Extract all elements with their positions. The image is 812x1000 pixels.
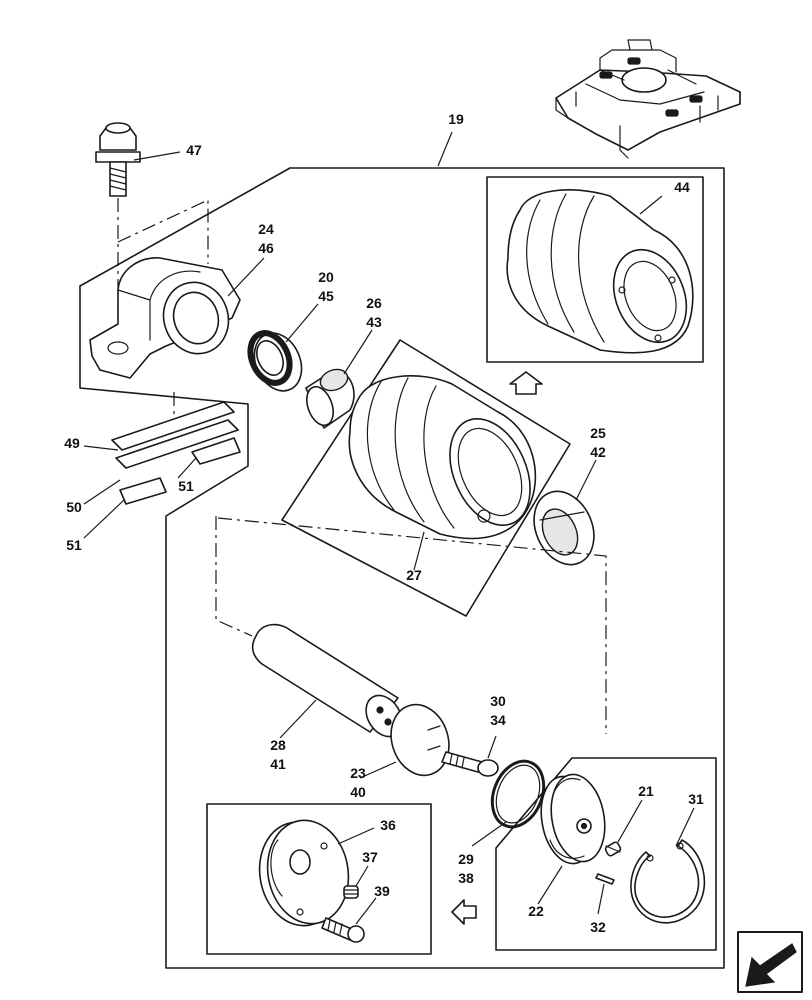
- assembly-outline: [79, 167, 725, 969]
- shim-51-upper: [191, 437, 241, 465]
- callout-19: 19: [448, 111, 464, 127]
- plate-23-40: [390, 703, 450, 777]
- callout-45: 45: [318, 288, 334, 304]
- arrow-up-icon: [509, 371, 543, 395]
- callout-41: 41: [270, 756, 286, 772]
- arrow-left-icon: [451, 899, 477, 925]
- callout-39: 39: [374, 883, 390, 899]
- callout-31: 31: [688, 791, 704, 807]
- inset-box-upper: [486, 176, 704, 363]
- callout-32: 32: [590, 919, 606, 935]
- inset-box-lower-right: [495, 757, 717, 951]
- callout-37: 37: [362, 849, 378, 865]
- bolt-47: [95, 122, 141, 197]
- shim-49: [111, 401, 235, 451]
- shim-51-lower: [119, 477, 167, 505]
- shims-49-51: [111, 392, 241, 505]
- callout-29: 29: [458, 851, 474, 867]
- callout-36: 36: [380, 817, 396, 833]
- end-cap-22: [540, 773, 606, 865]
- plug-37: [343, 885, 359, 899]
- callout-51-lower: 51: [66, 537, 82, 553]
- snap-ring-31: [630, 839, 706, 924]
- locator-thumbnail: [555, 39, 741, 159]
- shaft-28-41: [251, 623, 403, 738]
- callout-21: 21: [638, 783, 654, 799]
- roller-shell-44: [506, 189, 694, 354]
- cover-25-42: [533, 490, 595, 566]
- bolt-marker-icon: [689, 95, 703, 103]
- callout-44: 44: [674, 179, 690, 195]
- bushing-26-43: [305, 368, 355, 429]
- callout-51-upper: 51: [178, 478, 194, 494]
- callout-47: 47: [186, 142, 202, 158]
- bolt-marker-icon: [599, 71, 613, 79]
- navigation-arrow-icon: [737, 931, 803, 993]
- callout-42: 42: [590, 444, 606, 460]
- seal-20-45: [247, 330, 303, 392]
- plug-21: [604, 841, 622, 857]
- callout-40: 40: [350, 784, 366, 800]
- bracket-24-46: [89, 257, 241, 379]
- callout-49: 49: [64, 435, 80, 451]
- end-plate-36: [258, 819, 350, 927]
- leader-lines: [83, 131, 695, 925]
- dash-chain-47: [117, 198, 209, 346]
- callout-50: 50: [66, 499, 82, 515]
- inset-box-lower-left: [206, 803, 432, 955]
- callout-43: 43: [366, 314, 382, 330]
- pin-32: [595, 873, 615, 885]
- callout-labels: 19 47 44 24 46 20 45 26 43 49 51 50 51 2…: [64, 111, 704, 935]
- o-ring-29-38: [490, 759, 546, 829]
- callout-34: 34: [490, 712, 506, 728]
- bolt-39: [321, 917, 365, 943]
- bolt-marker-icon: [627, 57, 641, 65]
- callout-25: 25: [590, 425, 606, 441]
- callout-46: 46: [258, 240, 274, 256]
- bolt-30-34: [441, 751, 499, 777]
- callout-26: 26: [366, 295, 382, 311]
- callout-23: 23: [350, 765, 366, 781]
- callout-38: 38: [458, 870, 474, 886]
- callout-30: 30: [490, 693, 506, 709]
- shim-50: [115, 419, 239, 469]
- roller-27: [348, 375, 537, 540]
- bolt-marker-icon: [665, 109, 679, 117]
- callout-20: 20: [318, 269, 334, 285]
- dash-bracket-shaft: [215, 516, 607, 734]
- callout-24: 24: [258, 221, 274, 237]
- callout-22: 22: [528, 903, 544, 919]
- callout-28: 28: [270, 737, 286, 753]
- callout-27: 27: [406, 567, 422, 583]
